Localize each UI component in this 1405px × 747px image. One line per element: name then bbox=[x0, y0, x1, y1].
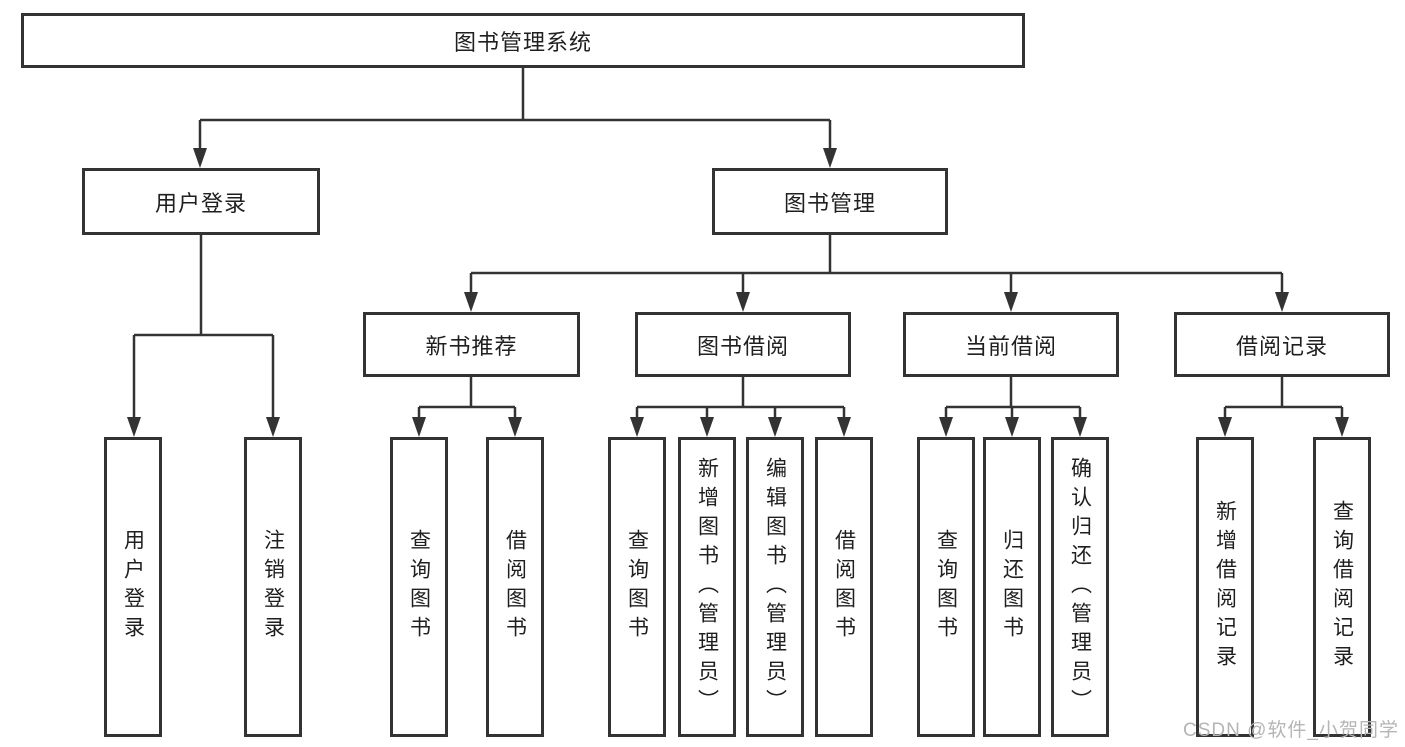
arrowhead-icon bbox=[193, 148, 207, 168]
node-label: 查询图书 bbox=[934, 529, 958, 645]
node-new-book-recommendation: 新书推荐 bbox=[363, 312, 580, 377]
leaf-logout: 注销登录 bbox=[244, 437, 302, 737]
node-label: 图书管理系统 bbox=[453, 29, 592, 55]
leaf-confirm-return-admin: 确认归还（管理员） bbox=[1051, 437, 1109, 737]
arrowhead-icon bbox=[1073, 417, 1087, 437]
leaf-add-borrow-record: 新增借阅记录 bbox=[1196, 437, 1254, 737]
arrowhead-icon bbox=[508, 417, 522, 437]
arrowhead-icon bbox=[1218, 417, 1232, 437]
leaf-borrow-books-borrowing: 借阅图书 bbox=[815, 437, 873, 737]
leaf-return-books: 归还图书 bbox=[983, 437, 1041, 737]
arrowhead-icon bbox=[700, 417, 714, 437]
arrowhead-icon bbox=[266, 417, 280, 437]
arrowhead-icon bbox=[127, 417, 141, 437]
arrowhead-icon bbox=[464, 292, 478, 312]
node-label: 新增图书（管理员） bbox=[695, 456, 719, 718]
node-label: 注销登录 bbox=[261, 529, 285, 645]
arrowhead-icon bbox=[1335, 417, 1349, 437]
leaf-query-borrow-record: 查询借阅记录 bbox=[1313, 437, 1371, 737]
node-label: 编辑图书（管理员） bbox=[763, 456, 787, 718]
arrowhead-icon bbox=[1004, 292, 1018, 312]
node-label: 新书推荐 bbox=[425, 333, 518, 359]
leaf-borrow-books-recommendation: 借阅图书 bbox=[486, 437, 544, 737]
arrowhead-icon bbox=[823, 148, 837, 168]
node-label: 查询图书 bbox=[625, 529, 649, 645]
arrowhead-icon bbox=[736, 292, 750, 312]
leaf-add-books-admin: 新增图书（管理员） bbox=[678, 437, 736, 737]
leaf-edit-books-admin: 编辑图书（管理员） bbox=[746, 437, 804, 737]
node-label: 新增借阅记录 bbox=[1213, 500, 1237, 674]
arrowhead-icon bbox=[939, 417, 953, 437]
node-label: 用户登录 bbox=[154, 190, 247, 216]
node-label: 查询图书 bbox=[407, 529, 431, 645]
csdn-watermark: CSDN @软件_小贺同学 bbox=[1183, 720, 1399, 741]
arrowhead-icon bbox=[630, 417, 644, 437]
node-label: 图书管理 bbox=[783, 190, 876, 216]
arrowhead-icon bbox=[768, 417, 782, 437]
node-book-borrowing: 图书借阅 bbox=[635, 312, 851, 377]
arrowheads bbox=[127, 148, 1349, 437]
node-book-management: 图书管理 bbox=[712, 168, 948, 235]
arrowhead-icon bbox=[837, 417, 851, 437]
node-label: 借阅图书 bbox=[503, 529, 527, 645]
node-label: 借阅记录 bbox=[1235, 333, 1328, 359]
node-label: 图书借阅 bbox=[696, 333, 789, 359]
node-current-borrowing: 当前借阅 bbox=[903, 312, 1119, 377]
node-user-login: 用户登录 bbox=[82, 168, 320, 235]
node-label: 当前借阅 bbox=[964, 333, 1057, 359]
node-label: 用户登录 bbox=[121, 529, 145, 645]
node-library-management-system: 图书管理系统 bbox=[21, 13, 1025, 68]
leaf-query-books-borrowing: 查询图书 bbox=[608, 437, 666, 737]
arrowhead-icon bbox=[1275, 292, 1289, 312]
node-label: 借阅图书 bbox=[832, 529, 856, 645]
leaf-query-books-recommendation: 查询图书 bbox=[390, 437, 448, 737]
node-label: 归还图书 bbox=[1000, 529, 1024, 645]
arrowhead-icon bbox=[412, 417, 426, 437]
node-label: 确认归还（管理员） bbox=[1068, 456, 1092, 718]
leaf-query-books-current: 查询图书 bbox=[917, 437, 975, 737]
node-borrowing-records: 借阅记录 bbox=[1174, 312, 1390, 377]
leaf-user-login: 用户登录 bbox=[104, 437, 162, 737]
node-label: 查询借阅记录 bbox=[1330, 500, 1354, 674]
arrowhead-icon bbox=[1005, 417, 1019, 437]
